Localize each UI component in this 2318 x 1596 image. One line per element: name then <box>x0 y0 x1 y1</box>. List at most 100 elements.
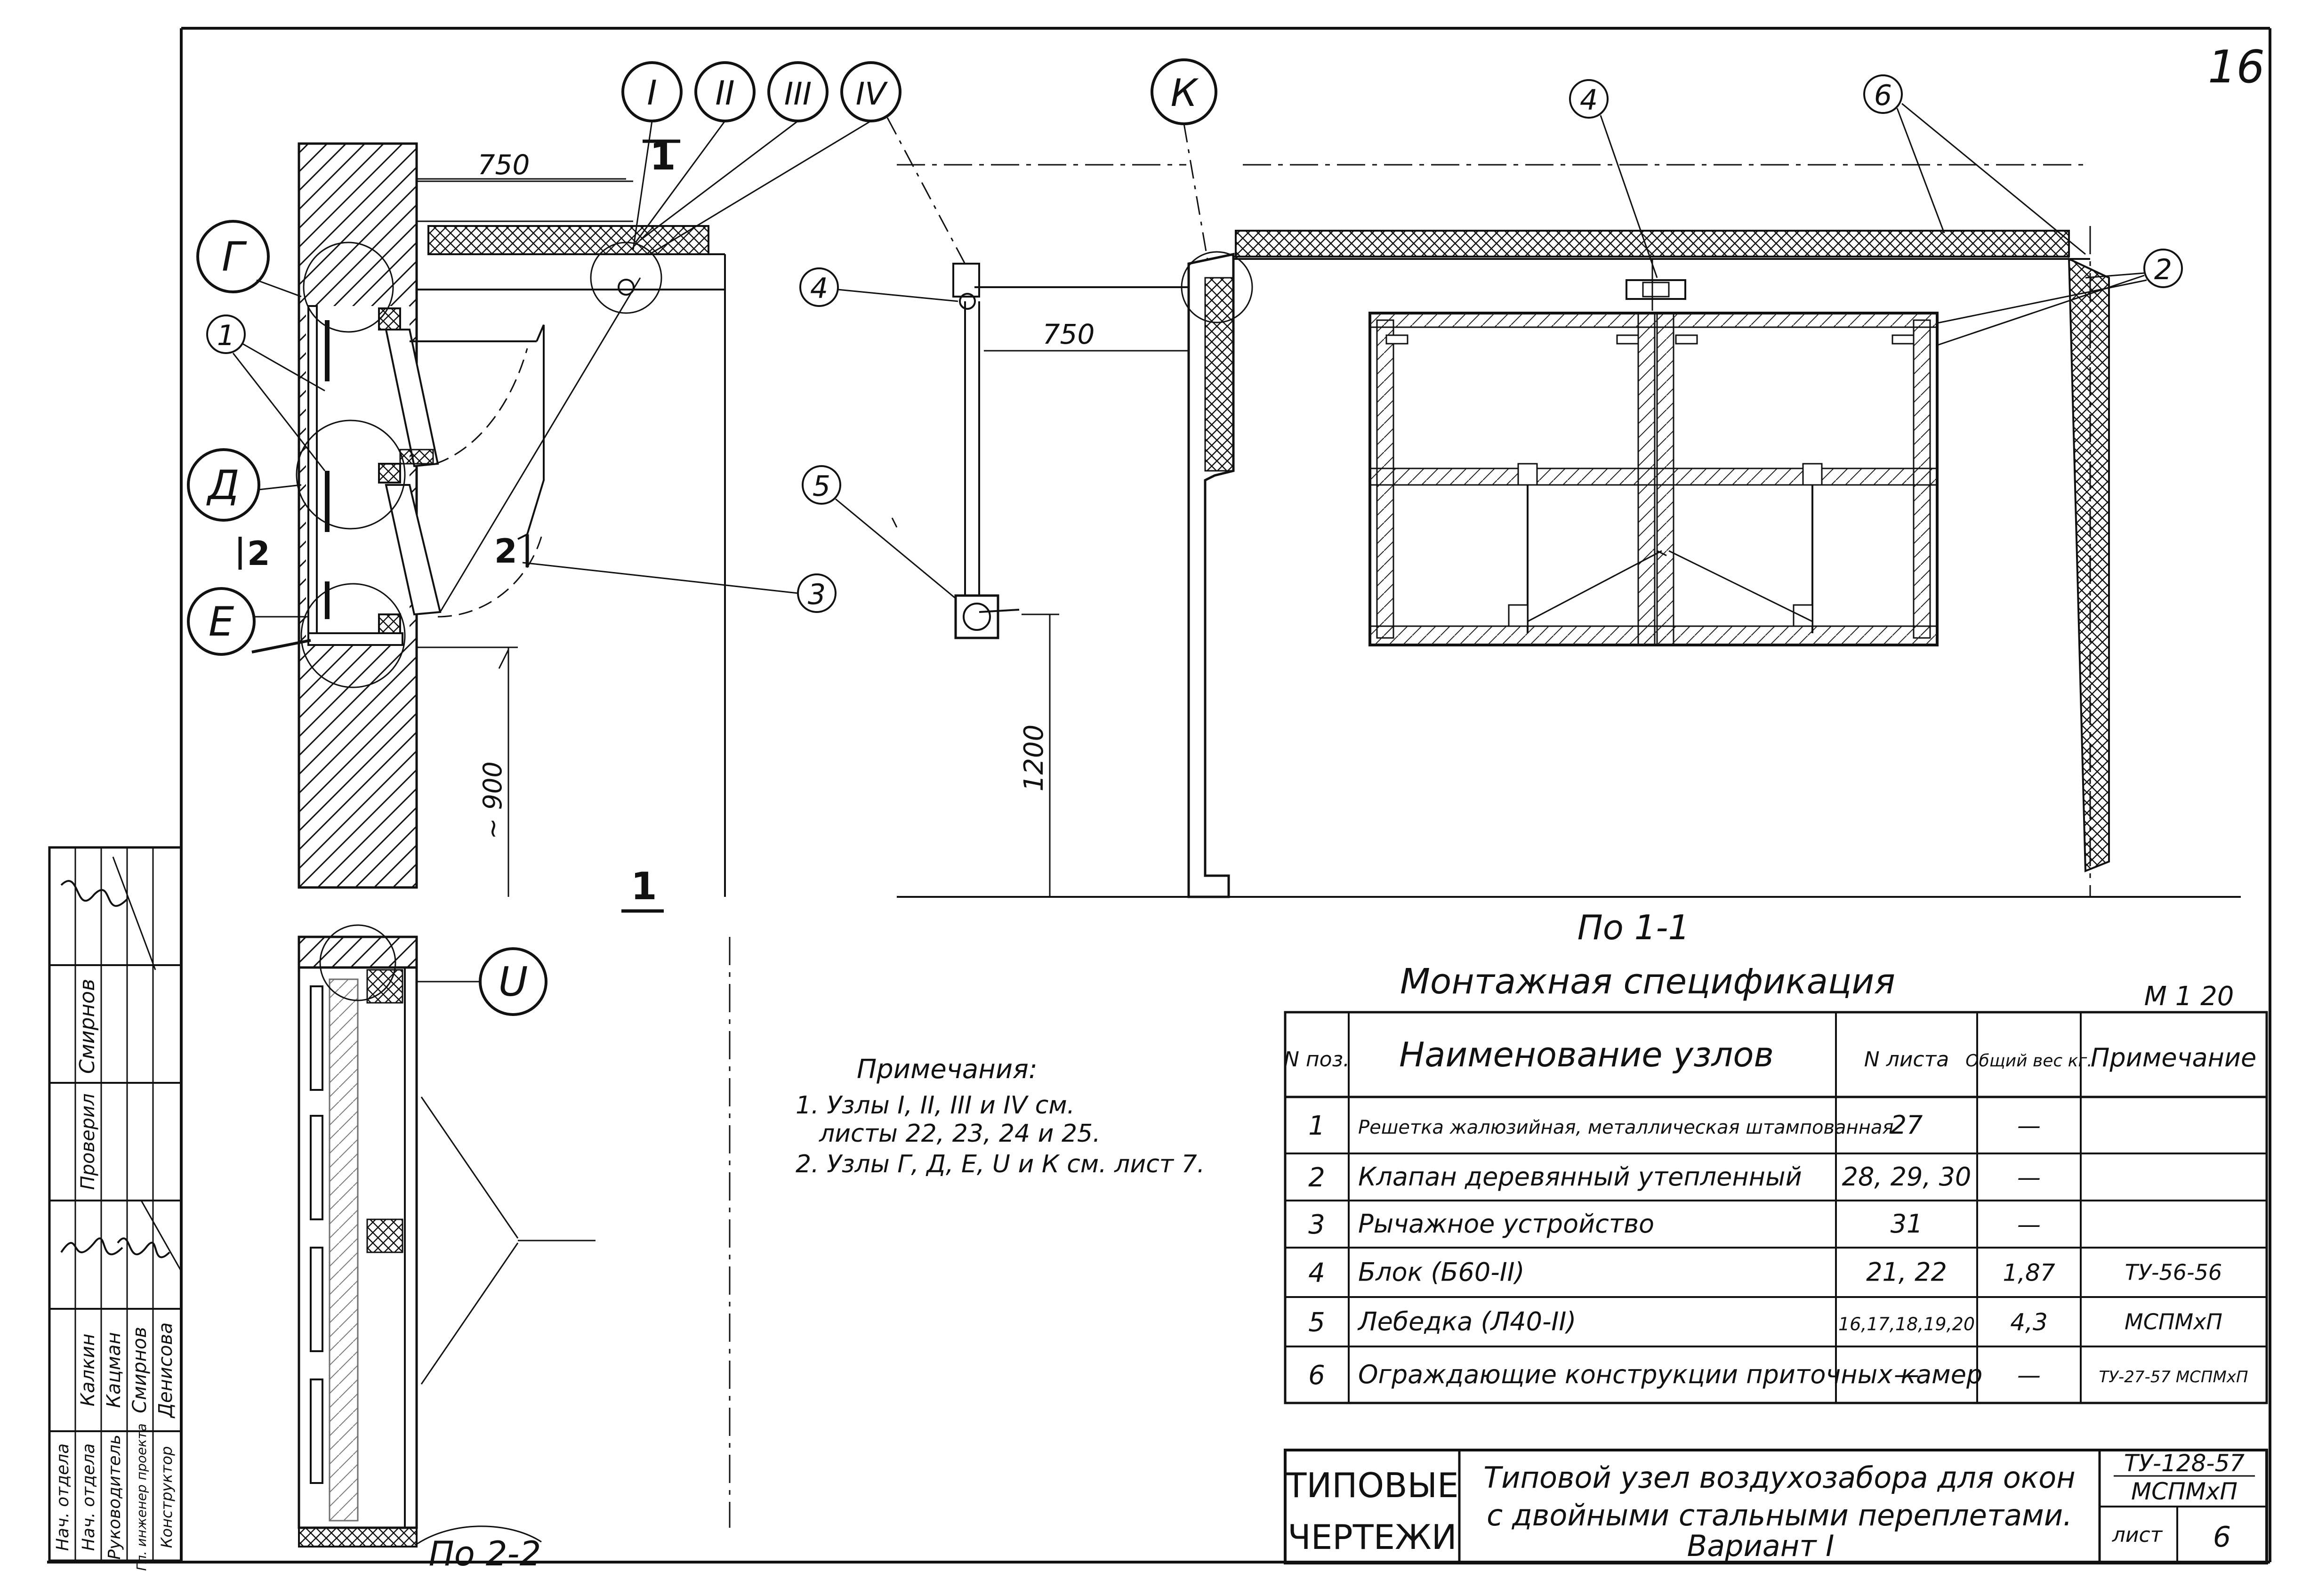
svg-text:2: 2 <box>494 532 517 571</box>
spec-row-pos: 3 <box>1308 1209 1325 1240</box>
title-sheet-label: лист <box>2112 1523 2163 1547</box>
spec-row-note: ТУ-56-56 <box>2125 1260 2222 1285</box>
spec-row-sheet: 27 <box>1891 1110 1923 1140</box>
svg-text:IV: IV <box>856 76 888 112</box>
spec-scale: М 1 20 <box>2144 981 2234 1012</box>
svg-text:1: 1 <box>631 864 657 908</box>
spec-header-pos: N поз. <box>1284 1048 1350 1072</box>
node-marker-D: Д <box>187 448 260 522</box>
spec-header-weight: Общий вес кг. <box>1965 1051 2092 1071</box>
title-sheet-number: 6 <box>2213 1521 2231 1554</box>
svg-text:U: U <box>499 959 528 1006</box>
spec-row-name: Рычажное устройство <box>1358 1209 1654 1239</box>
spec-row-pos: 6 <box>1308 1360 1325 1391</box>
stamp-signature-3 <box>117 1237 170 1258</box>
notes-line-2: листы 22, 23, 24 и 25. <box>819 1120 1101 1148</box>
node-marker-E: Е <box>187 587 256 656</box>
svg-text:2: 2 <box>247 534 270 573</box>
title-block: ТИПОВЫЕ ЧЕРТЕЖИ Типовой узел воздухозабо… <box>1284 1449 2268 1564</box>
spec-row-weight: — <box>2017 1362 2041 1389</box>
approval-stamp: Нач. отдела Нач. отдела Руководитель Гл.… <box>48 846 183 1571</box>
spec-row-name: Ограждающие конструкции приточных камер <box>1358 1360 1982 1389</box>
svg-text:I: I <box>647 73 657 113</box>
spec-row-name: Лебедка (Л40-II) <box>1357 1307 1576 1337</box>
title-line-3: Вариант I <box>1687 1529 1835 1563</box>
stamp-name-3: Кацман <box>103 1332 125 1408</box>
dimension-750-left: 750 <box>417 149 626 181</box>
spec-title: Монтажная спецификация <box>1400 961 1895 1002</box>
position-marker-4b: 4 <box>1569 79 1658 278</box>
position-marker-4a: 4 <box>799 267 958 307</box>
notes-line-1: 1. Узлы I, II, III и IV см. <box>796 1091 1075 1120</box>
svg-text:4: 4 <box>1580 84 1598 117</box>
middle-view: 750 1200 По 1-1 <box>891 164 2241 947</box>
node-marker-III: III <box>767 61 829 122</box>
stamp-role-5: Конструктор <box>158 1446 176 1548</box>
svg-text:Д: Д <box>206 462 239 509</box>
title-code-line-2: МСПМхП <box>2131 1478 2238 1505</box>
stamp-role-3: Руководитель <box>105 1435 124 1560</box>
title-line-2: с двойными стальными переплетами. <box>1487 1498 2072 1532</box>
spec-row-name: Клапан деревянный утепленный <box>1358 1162 1802 1192</box>
node-marker-K: К <box>1151 58 1217 125</box>
title-series-line-2: ЧЕРТЕЖИ <box>1288 1517 1457 1557</box>
spec-row-weight: 1,87 <box>2003 1259 2055 1287</box>
position-marker-1: 1 <box>206 314 326 471</box>
stamp-role-2: Нач. отдела <box>79 1443 98 1551</box>
title-code-line-1: ТУ-128-57 <box>2124 1450 2245 1477</box>
stamp-name-1: Смирнов <box>75 979 99 1074</box>
spec-row-pos: 2 <box>1308 1162 1325 1193</box>
spec-row-sheet: 16,17,18,19,20 <box>1838 1314 1975 1335</box>
spec-row-pos: 1 <box>1308 1111 1325 1141</box>
spec-row-name: Решетка жалюзийная, металлическая штампо… <box>1358 1117 1893 1138</box>
svg-text:2: 2 <box>2154 253 2172 286</box>
spec-row-weight: — <box>2017 1164 2041 1191</box>
title-line-1: Типовой узел воздухозабора для окон <box>1483 1460 2075 1495</box>
svg-text:III: III <box>784 76 812 112</box>
svg-text:Е: Е <box>209 598 234 645</box>
node-marker-U: U <box>479 947 547 1016</box>
spec-row-sheet: 31 <box>1891 1209 1923 1239</box>
node-marker-I: I <box>621 61 683 122</box>
spec-row-sheet: — <box>1894 1360 1919 1389</box>
svg-text:~ 900: ~ 900 <box>478 761 507 839</box>
spec-row-weight: 4,3 <box>2010 1309 2048 1336</box>
spec-row-sheet: 28, 29, 30 <box>1842 1162 1972 1192</box>
svg-text:По 1-1: По 1-1 <box>1578 908 1690 947</box>
spec-row-weight: — <box>2017 1211 2041 1238</box>
stamp-signature-2 <box>60 880 128 907</box>
left-wall-section <box>251 142 726 897</box>
right-elevation <box>1233 164 2110 897</box>
node-marker-IV: IV <box>840 61 901 122</box>
section-mark-1: 1 1 <box>621 135 680 913</box>
svg-text:Г: Г <box>222 234 247 281</box>
leader-lines <box>254 117 1211 983</box>
position-marker-3: 3 <box>522 562 837 613</box>
notes-block: Примечания: 1. Узлы I, II, III и IV см. … <box>796 1054 1205 1178</box>
spec-row-weight: — <box>2017 1112 2041 1139</box>
section-mark-2: 2 2 <box>238 532 529 573</box>
spec-row-note: МСПМхП <box>2125 1309 2222 1335</box>
spec-row-pos: 5 <box>1308 1307 1325 1338</box>
spec-header-name: Наименование узлов <box>1399 1035 1774 1074</box>
svg-text:5: 5 <box>813 470 830 503</box>
stamp-checked-label: Проверил <box>77 1093 99 1190</box>
spec-header: N поз. Наименование узлов N листа Общий … <box>1284 1035 2256 1074</box>
stamp-role-1: Нач. отдела <box>53 1443 72 1551</box>
specification-table: Монтажная спецификация М 1 20 <box>1284 961 2268 1404</box>
svg-text:3: 3 <box>808 578 826 611</box>
spec-rows: 1 Решетка жалюзийная, металлическая штамп… <box>1308 1110 2248 1391</box>
node-marker-G: Г <box>196 220 270 293</box>
spec-row-sheet: 21, 22 <box>1866 1257 1947 1287</box>
notes-line-3: 2. Узлы Г, Д, Е, U и К см. лист 7. <box>796 1150 1205 1178</box>
stamp-name-5: Денисова <box>155 1322 177 1419</box>
stamp-signature-1 <box>60 1237 123 1256</box>
svg-text:К: К <box>1171 71 1199 115</box>
section-2-2-view: По 2-2 <box>298 924 731 1573</box>
svg-text:6: 6 <box>1874 79 1892 112</box>
spec-row-pos: 4 <box>1308 1258 1325 1289</box>
svg-text:750: 750 <box>1043 318 1095 350</box>
stamp-role-4: Гл. инженер проекта <box>134 1423 149 1571</box>
svg-text:По 2-2: По 2-2 <box>429 1534 541 1573</box>
